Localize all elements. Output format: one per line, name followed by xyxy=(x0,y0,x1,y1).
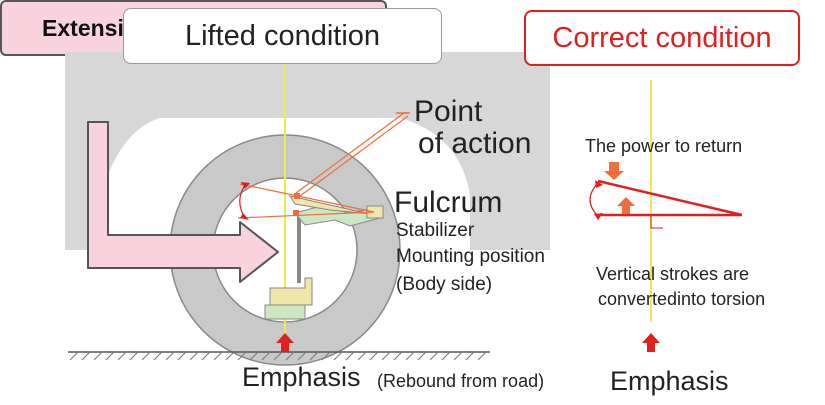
emphasis-right-label: Emphasis xyxy=(610,366,729,396)
point-leader-1 xyxy=(295,112,405,194)
emphasis-arrow-left xyxy=(276,333,294,352)
vehicle-body-shape xyxy=(65,52,550,250)
correct-arc-head-bottom xyxy=(594,213,603,220)
vertical-strokes-line2: convertedinto torsion xyxy=(598,289,766,309)
angle-line-lower xyxy=(237,211,375,219)
point-label-line1: Point xyxy=(414,95,483,128)
return-arrow-up xyxy=(617,197,635,214)
link-joint-mid xyxy=(293,210,299,216)
stabilizer-label: Stabilizer xyxy=(396,220,475,241)
mounting-label: Mounting position xyxy=(396,246,545,267)
angle-line-upper xyxy=(239,183,375,213)
body-side-label: (Body side) xyxy=(396,274,493,295)
right-angle-mark xyxy=(650,215,663,229)
correct-angle-arc xyxy=(589,182,599,217)
angle-arc-head-bottom xyxy=(240,213,249,220)
angle-arc-head-top xyxy=(241,182,250,189)
point-leader-2 xyxy=(299,115,409,197)
correct-condition-title: Correct condition xyxy=(524,10,800,66)
extension-arrow xyxy=(87,121,279,283)
vertical-strokes-line1: Vertical strokes are xyxy=(596,264,750,284)
return-arrow-down xyxy=(604,162,624,180)
emphasis-left-label: Emphasis xyxy=(242,362,361,392)
point-label-line2: of action xyxy=(418,127,532,160)
power-return-label: The power to return xyxy=(585,136,743,156)
lifted-condition-title: Lifted condition xyxy=(123,8,442,64)
ground-hatch xyxy=(69,351,487,361)
correct-arc-head-top xyxy=(595,180,603,188)
shock-absorber xyxy=(297,213,301,283)
lower-mount xyxy=(264,304,306,320)
fulcrum-label: Fulcrum xyxy=(394,186,503,219)
correct-tilt-line xyxy=(597,179,743,217)
emphasis-arrow-right xyxy=(642,333,660,352)
rebound-label: (Rebound from road) xyxy=(377,371,545,391)
